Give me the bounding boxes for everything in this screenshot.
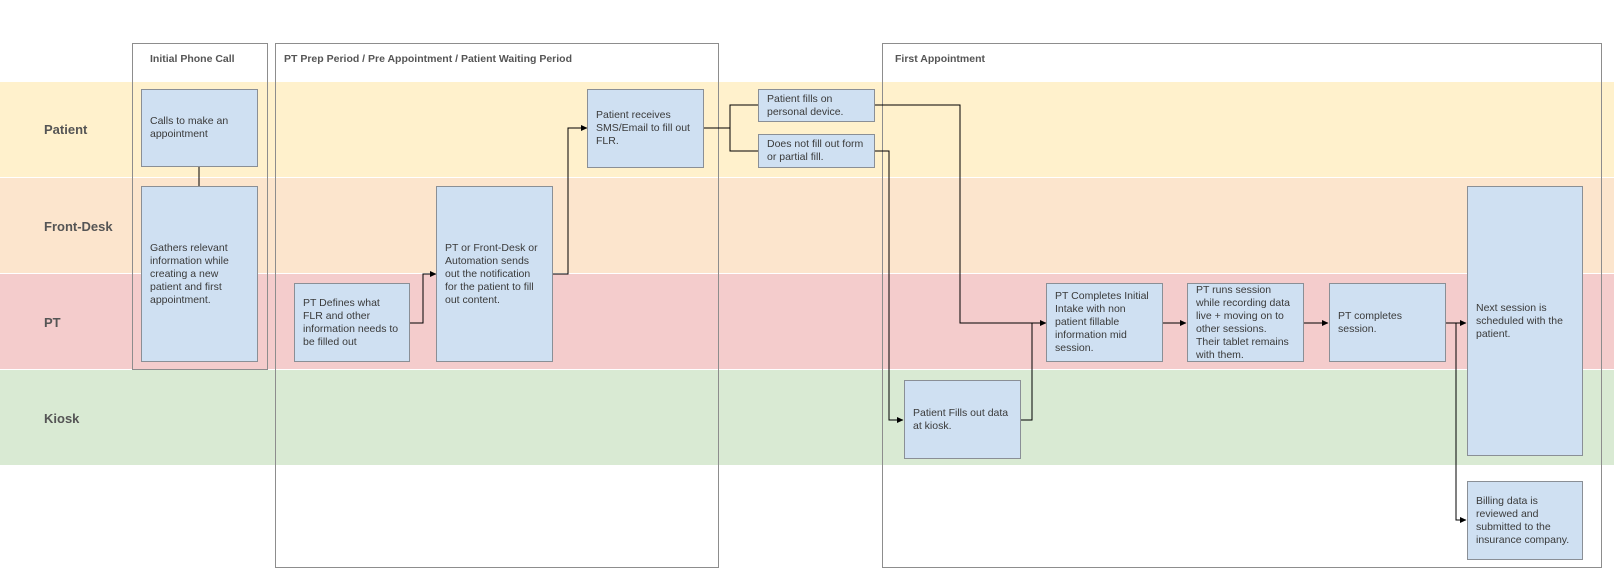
node-text-send-notification: PT or Front-Desk or Automation sends out… <box>445 241 538 306</box>
node-does-not-fill: Does not fill out form or partial fill. <box>758 134 875 168</box>
lane-front-desk: Front-Desk <box>0 178 1614 273</box>
node-billing-data: Billing data is reviewed and submitted t… <box>1467 481 1583 560</box>
phase-title-pt-prep-period: PT Prep Period / Pre Appointment / Patie… <box>284 53 573 65</box>
lane-label-front-desk: Front-Desk <box>44 219 113 234</box>
node-text-billing: Billing data is reviewed and submitted t… <box>1476 494 1570 546</box>
node-pt-defines-flr: PT Defines what FLR and other informatio… <box>294 283 410 362</box>
node-send-notification: PT or Front-Desk or Automation sends out… <box>436 186 553 362</box>
node-text-pt-completes: PT completes session. <box>1338 309 1402 335</box>
lane-label-pt: PT <box>44 315 61 330</box>
node-text-pt-intake: PT Completes Initial Intake with non pat… <box>1055 290 1149 354</box>
phase-initial-phone-call: Initial Phone Call <box>132 43 268 370</box>
node-text-not-fill: Does not fill out form or partial fill. <box>767 138 864 163</box>
node-text-next-session: Next session is scheduled with the patie… <box>1476 301 1563 340</box>
node-text-pt-runs: PT runs session while recording data liv… <box>1196 283 1290 361</box>
node-text-kiosk-fill: Patient Fills out data at kiosk. <box>913 406 1009 432</box>
node-next-session-scheduled: Next session is scheduled with the patie… <box>1467 186 1583 456</box>
node-fills-on-device: Patient fills on personal device. <box>758 89 875 122</box>
node-pt-completes-session: PT completes session. <box>1329 283 1446 362</box>
phase-title-initial-phone-call: Initial Phone Call <box>150 53 235 65</box>
node-text-fills-device: Patient fills on personal device. <box>767 92 844 118</box>
lane-label-patient: Patient <box>44 122 88 137</box>
node-text-calls: Calls to make an appointment <box>150 115 229 140</box>
node-gathers-information: Gathers relevant information while creat… <box>141 186 258 362</box>
phase-title-first-appointment: First Appointment <box>895 53 986 65</box>
node-text-gathers: Gathers relevant information while creat… <box>150 241 229 306</box>
lane-kiosk: Kiosk <box>0 370 1614 465</box>
node-patient-receives-sms: Patient receives SMS/Email to fill out F… <box>587 89 704 168</box>
lane-label-kiosk: Kiosk <box>44 411 80 426</box>
node-pt-completes-intake: PT Completes Initial Intake with non pat… <box>1046 283 1163 362</box>
phase-pt-prep-period: PT Prep Period / Pre Appointment / Patie… <box>275 43 719 568</box>
node-text-sms: Patient receives SMS/Email to fill out F… <box>596 109 690 147</box>
node-calls-to-make-appointment: Calls to make an appointment <box>141 89 258 167</box>
node-kiosk-fill: Patient Fills out data at kiosk. <box>904 380 1021 459</box>
node-pt-runs-session: PT runs session while recording data liv… <box>1187 283 1304 362</box>
node-text-pt-defines: PT Defines what FLR and other informatio… <box>303 296 399 348</box>
